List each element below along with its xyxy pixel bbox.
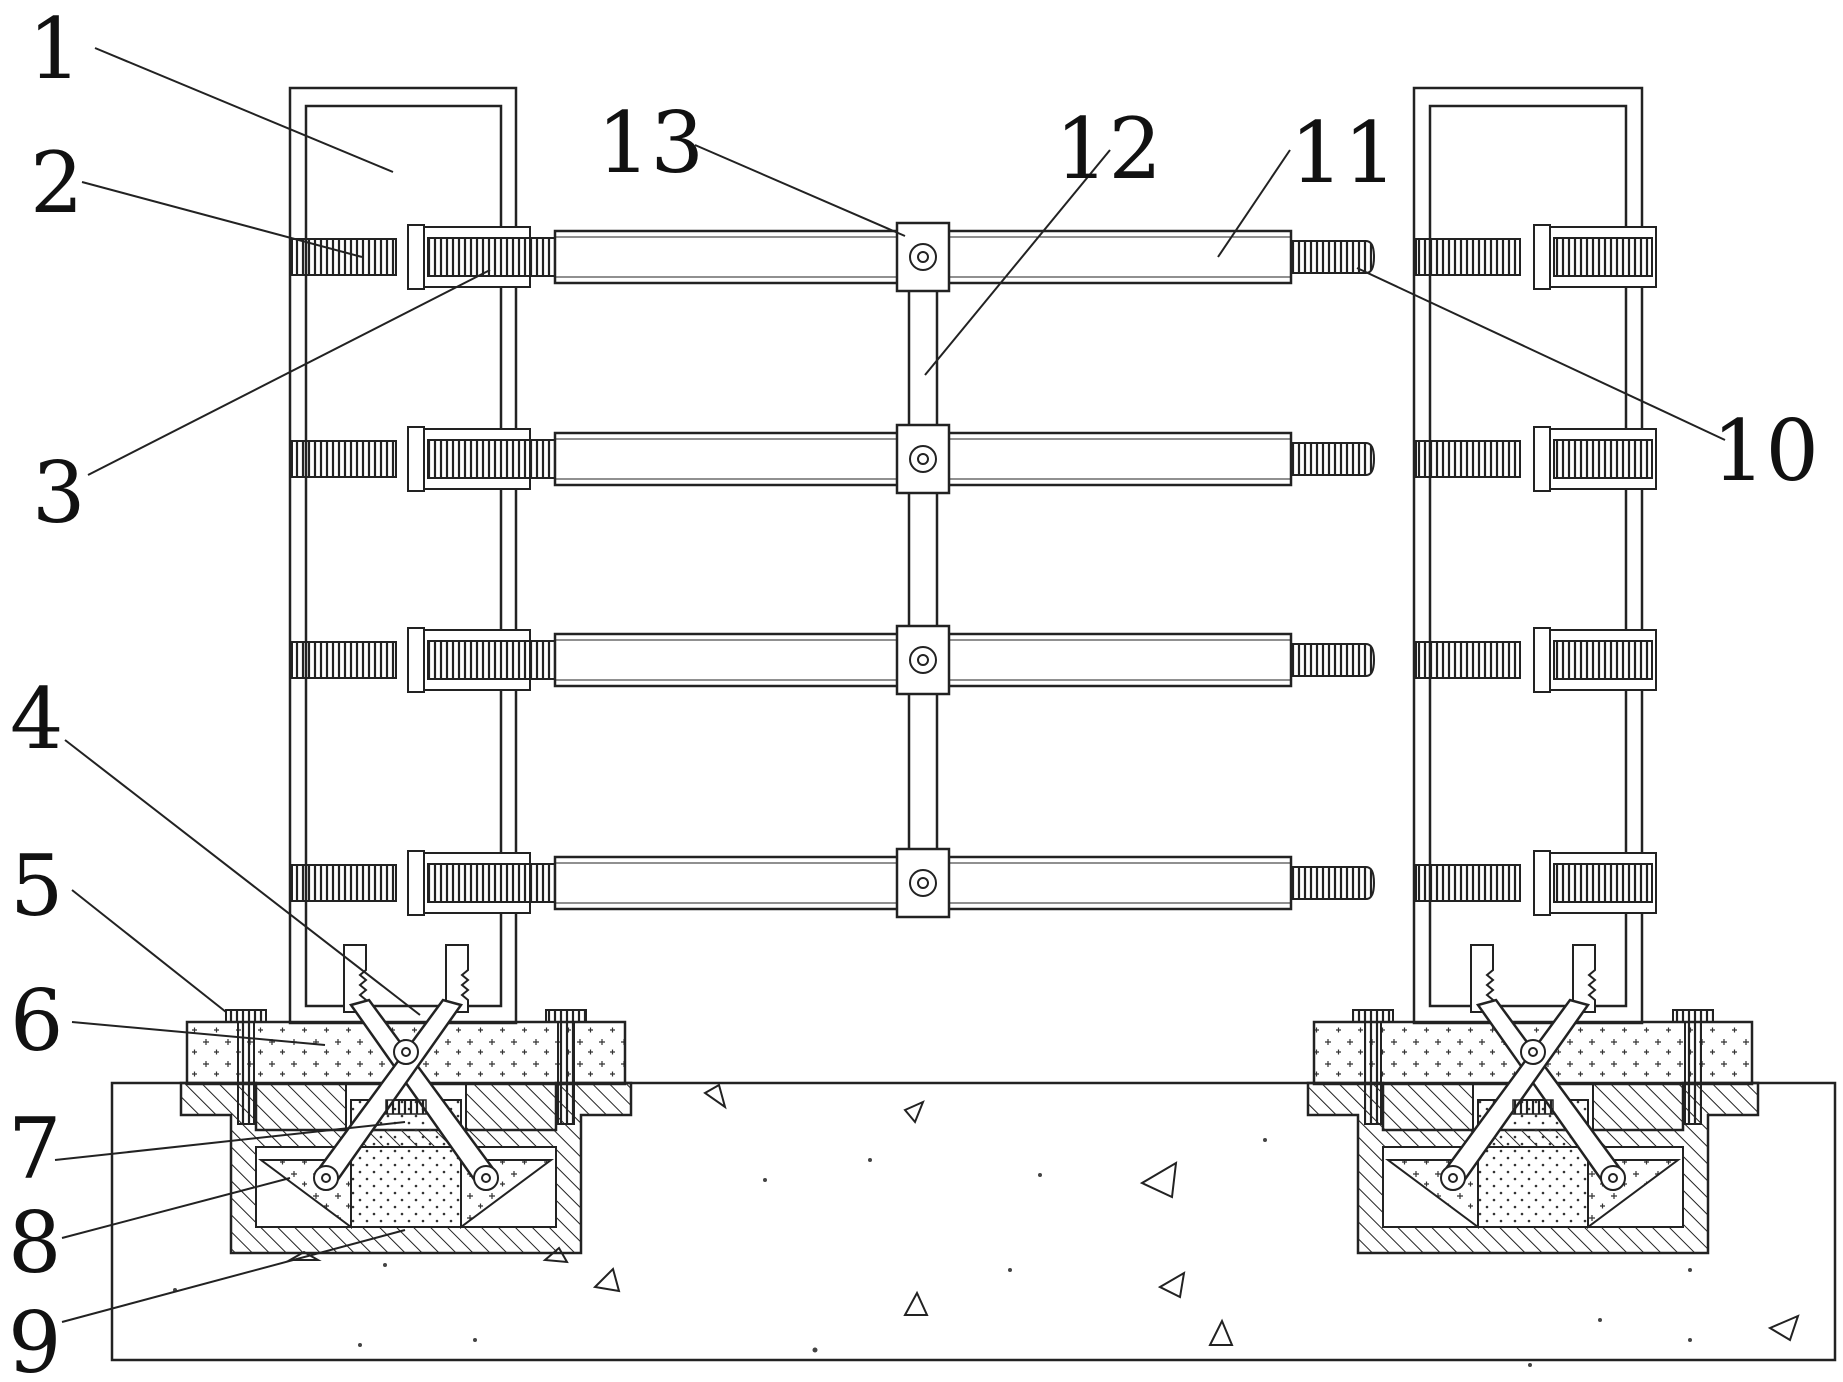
- label-8: 8: [8, 1194, 61, 1292]
- flange: [1533, 426, 1551, 492]
- flange: [407, 224, 425, 290]
- spring: [1512, 1099, 1554, 1115]
- threaded-stub: [1415, 864, 1521, 902]
- flange: [407, 627, 425, 693]
- spring: [385, 1099, 427, 1115]
- bolt-head: [1352, 1009, 1394, 1023]
- flange: [407, 850, 425, 916]
- clamp-block: [895, 847, 951, 919]
- threaded-rod: [1553, 640, 1653, 680]
- threaded-stub: [291, 641, 397, 679]
- threaded-rod: [427, 863, 557, 903]
- clamp-block: [895, 221, 951, 293]
- flange: [1533, 224, 1551, 290]
- label-10: 10: [1712, 402, 1819, 500]
- label-11: 11: [1290, 104, 1397, 202]
- threaded-stub: [291, 238, 397, 276]
- part-labels: 1 2 3 4 5 6 7 8 9 10 11 12 13: [8, 0, 1819, 1382]
- jaw: [445, 944, 470, 1013]
- label-6: 6: [10, 972, 63, 1070]
- threaded-rod: [427, 439, 557, 479]
- bolt-shank: [1684, 1021, 1702, 1125]
- threaded-end: [1290, 643, 1376, 677]
- threaded-rod: [427, 640, 557, 680]
- bolt-head: [1672, 1009, 1714, 1023]
- foundations: [179, 944, 1760, 1255]
- label-12: 12: [1055, 100, 1162, 198]
- threaded-rod: [1553, 863, 1653, 903]
- leader-lines: [54, 47, 1726, 1323]
- threaded-stub: [1415, 641, 1521, 679]
- threaded-rod: [1553, 237, 1653, 277]
- clamp-block: [895, 624, 951, 696]
- flange: [1533, 850, 1551, 916]
- label-13: 13: [597, 94, 704, 192]
- bolt-head: [225, 1009, 267, 1023]
- label-5: 5: [10, 837, 63, 935]
- bolt-shank: [557, 1021, 575, 1125]
- threaded-end: [1290, 442, 1376, 476]
- label-3: 3: [32, 444, 85, 542]
- label-1: 1: [28, 0, 81, 98]
- clamp-blocks: [895, 221, 951, 919]
- flange: [407, 426, 425, 492]
- label-9: 9: [8, 1294, 61, 1382]
- threaded-stub: [291, 440, 397, 478]
- label-4: 4: [10, 670, 63, 768]
- label-7: 7: [8, 1100, 61, 1198]
- label-2: 2: [30, 134, 83, 232]
- foundation-assembly: [179, 944, 633, 1255]
- clamp-block: [895, 423, 951, 495]
- threaded-end: [1290, 866, 1376, 900]
- bolt-head: [545, 1009, 587, 1023]
- threaded-stub: [291, 864, 397, 902]
- flange: [1533, 627, 1551, 693]
- foundation-assembly: [1306, 944, 1760, 1255]
- bolt-shank: [237, 1021, 255, 1125]
- threaded-stub: [1415, 238, 1521, 276]
- threaded-end: [1290, 240, 1376, 274]
- bolt-shank: [1364, 1021, 1382, 1125]
- threaded-rod: [427, 237, 557, 277]
- connecting-bar: [907, 234, 939, 890]
- threaded-rod: [1553, 439, 1653, 479]
- threaded-stub: [1415, 440, 1521, 478]
- jaw: [1572, 944, 1597, 1013]
